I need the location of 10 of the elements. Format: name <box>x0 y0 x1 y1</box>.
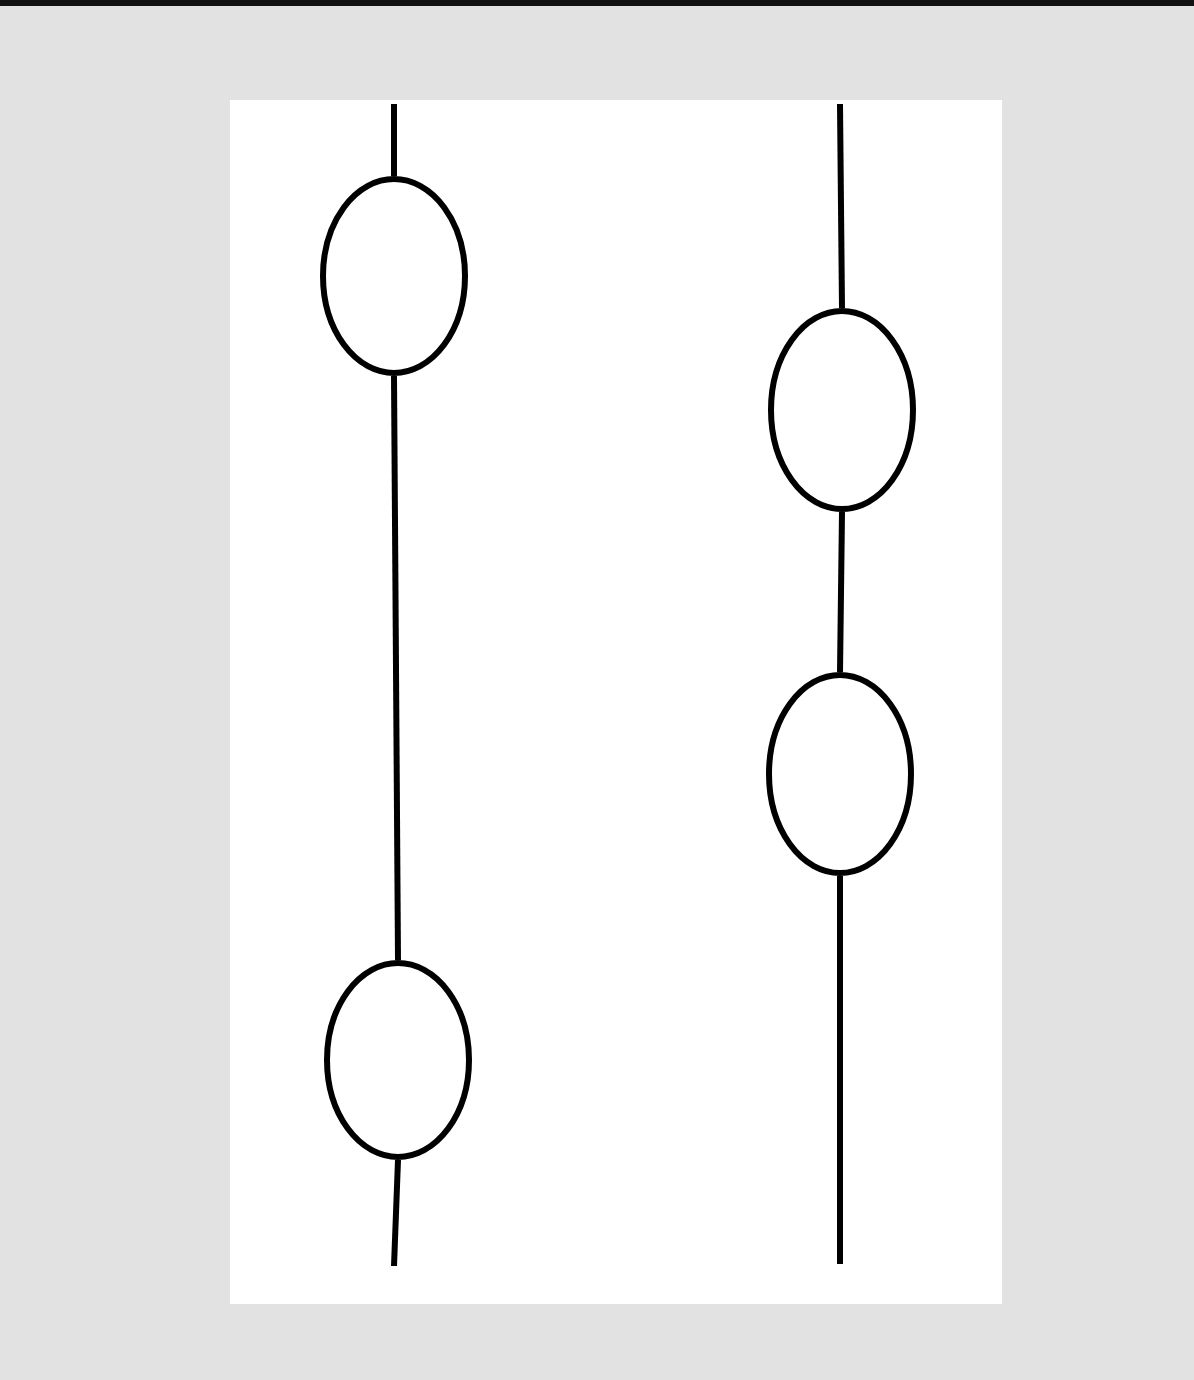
connector-line <box>391 376 401 960</box>
oval-node <box>324 960 472 1160</box>
connector-line <box>837 876 843 1264</box>
connector-line <box>391 1159 401 1267</box>
oval-node <box>320 176 468 376</box>
oval-node <box>768 308 916 512</box>
oval-node <box>766 672 914 876</box>
connector-line <box>837 103 845 309</box>
connector-line <box>391 104 397 176</box>
connector-line <box>837 511 845 673</box>
